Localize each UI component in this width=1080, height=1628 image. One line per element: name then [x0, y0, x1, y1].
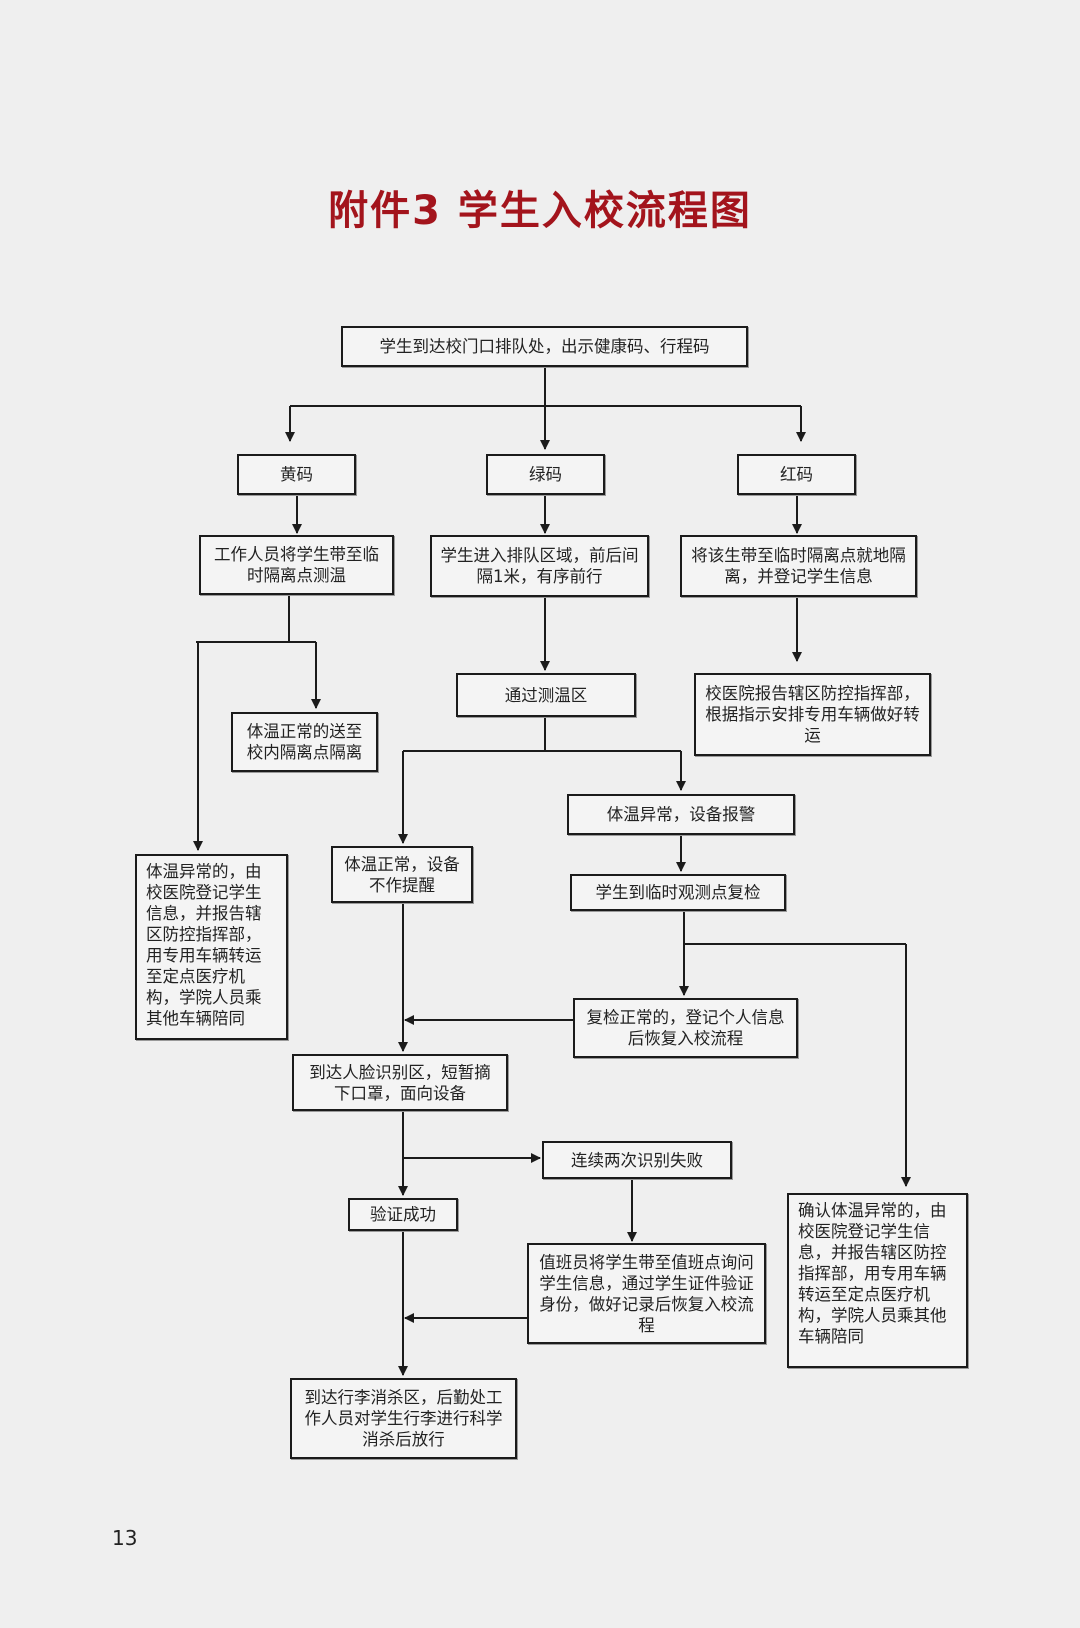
node-recheck-normal: 复检正常的，登记个人信息后恢复入校流程: [573, 998, 798, 1058]
node-green-code: 绿码: [486, 454, 605, 495]
node-green-step: 学生进入排队区域，前后间隔1米，有序前行: [430, 535, 649, 597]
node-luggage: 到达行李消杀区，后勤处工作人员对学生行李进行科学消杀后放行: [290, 1378, 517, 1459]
node-red-code: 红码: [737, 454, 856, 495]
node-yellow-code: 黄码: [237, 454, 356, 495]
node-duty-check: 值班员将学生带至值班点询问学生信息，通过学生证件验证身份，做好记录后恢复入校流程: [527, 1243, 766, 1344]
node-fail-twice: 连续两次识别失败: [542, 1141, 732, 1179]
page-title: 附件3 学生入校流程图: [328, 188, 752, 234]
node-start: 学生到达校门口排队处，出示健康码、行程码: [341, 326, 748, 367]
node-verify-ok: 验证成功: [348, 1198, 458, 1231]
page-number: 13: [112, 1526, 138, 1550]
node-confirm-abnormal: 确认体温异常的，由校医院登记学生信息，并报告辖区防控指挥部，用专用车辆转运至定点…: [787, 1193, 968, 1368]
node-temp-normal: 体温正常，设备不作提醒: [331, 846, 473, 903]
node-red-step: 将该生带至临时隔离点就地隔离，并登记学生信息: [680, 535, 917, 597]
node-face-zone: 到达人脸识别区，短暂摘下口罩，面向设备: [292, 1054, 508, 1111]
node-yellow-normal: 体温正常的送至校内隔离点隔离: [231, 712, 378, 772]
node-temp-abnormal: 体温异常，设备报警: [567, 794, 795, 835]
node-temp-zone: 通过测温区: [456, 673, 636, 717]
node-recheck: 学生到临时观测点复检: [570, 874, 786, 911]
node-red-report: 校医院报告辖区防控指挥部，根据指示安排专用车辆做好转运: [694, 673, 931, 756]
node-yellow-step: 工作人员将学生带至临时隔离点测温: [199, 535, 394, 595]
node-yellow-abnormal: 体温异常的，由校医院登记学生信息，并报告辖区防控指挥部，用专用车辆转运至定点医疗…: [135, 854, 288, 1040]
